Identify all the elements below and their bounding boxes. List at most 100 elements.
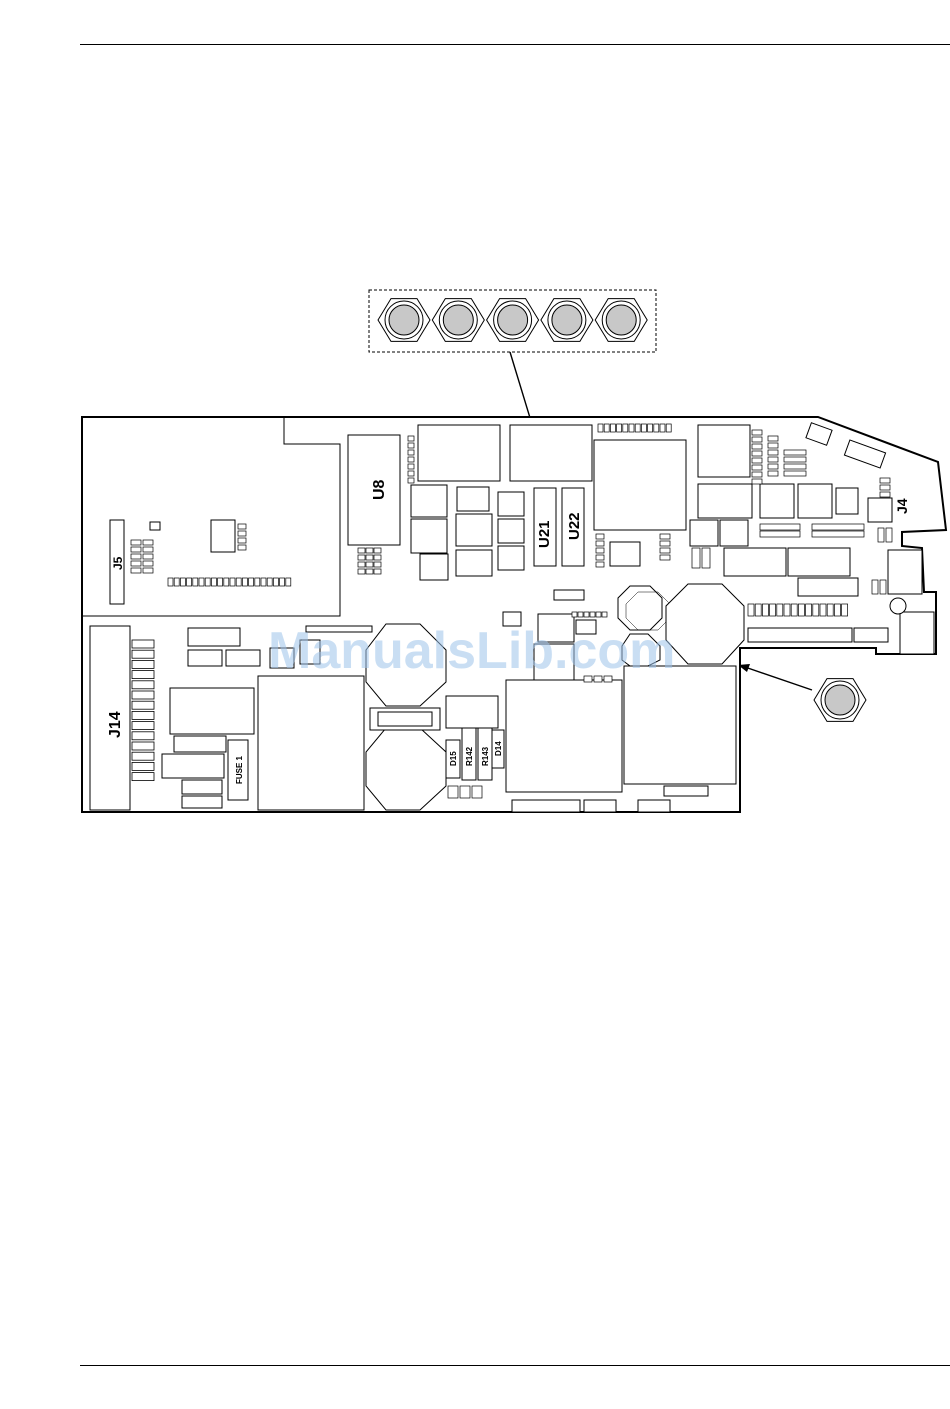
smd-part <box>374 569 381 574</box>
smd-part <box>768 450 778 455</box>
j14-pin <box>132 660 154 668</box>
j14-pin <box>132 671 154 679</box>
hex-terminal-callout-group <box>369 290 656 352</box>
smd-part <box>842 604 848 616</box>
smd-part <box>791 604 797 616</box>
smd-part <box>408 478 414 483</box>
connector-j4-pad <box>868 498 892 522</box>
smd-part <box>143 547 153 552</box>
smd-part <box>752 465 762 470</box>
smd-part <box>193 578 198 586</box>
smd-part <box>238 545 246 550</box>
cap-1 <box>411 485 447 517</box>
jack-upper <box>888 550 922 594</box>
smd-part <box>768 471 778 476</box>
j14-pin <box>132 681 154 689</box>
module-i <box>788 548 850 576</box>
smd-part <box>280 578 285 586</box>
j14-pin <box>132 691 154 699</box>
smd-part <box>596 555 604 560</box>
j14-pin <box>132 711 154 719</box>
smd-part <box>768 457 778 462</box>
smd-part <box>236 578 241 586</box>
smd-part <box>374 548 381 553</box>
smd-part <box>878 528 884 542</box>
smd-part <box>752 444 762 449</box>
hex-terminal-3 <box>487 299 539 342</box>
ring-inner <box>606 305 636 335</box>
ring-inner <box>552 305 582 335</box>
j5-label: J5 <box>111 556 125 570</box>
smd-part <box>267 578 272 586</box>
ic-small-j5 <box>211 520 235 552</box>
module-l <box>610 542 640 566</box>
hex-terminal-right <box>814 679 866 722</box>
smd-part <box>752 437 762 442</box>
module-b <box>510 425 592 481</box>
cap-9 <box>498 546 524 570</box>
ring-inner <box>498 305 528 335</box>
smd-part <box>812 524 864 530</box>
smd-part <box>784 450 806 455</box>
smd-part <box>578 612 583 617</box>
smd-part <box>358 569 365 574</box>
smd-part <box>880 580 886 594</box>
smd-part <box>374 555 381 560</box>
smd-part <box>784 457 806 462</box>
smd-part <box>366 555 373 560</box>
smd-part <box>629 424 634 432</box>
fuse1-label: FUSE 1 <box>235 755 244 784</box>
smd-part <box>596 541 604 546</box>
smd-part <box>143 554 153 559</box>
smd-j5-a <box>150 522 160 530</box>
module-d <box>698 484 752 518</box>
smd-part <box>610 424 615 432</box>
smd-part <box>255 578 260 586</box>
smd-part <box>880 492 890 497</box>
smd-part <box>168 578 173 586</box>
part-r <box>188 650 222 666</box>
smd-part <box>752 472 762 477</box>
smd-part <box>762 604 768 616</box>
smd-part <box>598 424 603 432</box>
smd-part <box>768 464 778 469</box>
smd-part <box>374 562 381 567</box>
hex-terminal-5 <box>595 299 647 342</box>
smd-part <box>366 569 373 574</box>
module-h <box>724 548 786 576</box>
relay-inner <box>378 712 432 726</box>
smd-part <box>806 604 812 616</box>
smd-part <box>174 578 179 586</box>
smd-part <box>834 604 840 616</box>
hex-terminal-2 <box>432 299 484 342</box>
smd-part <box>286 578 291 586</box>
smd-part <box>760 531 800 537</box>
hex-terminal-row <box>378 299 647 342</box>
module-m <box>798 578 858 596</box>
smd-part <box>408 436 414 441</box>
smd-part <box>880 478 890 483</box>
j14-pin <box>132 752 154 760</box>
module-f <box>798 484 832 518</box>
smd-part <box>590 612 595 617</box>
u8-label: U8 <box>371 479 388 500</box>
bottom-strip-a <box>512 800 580 812</box>
j14-pin <box>132 732 154 740</box>
smd-part <box>635 424 640 432</box>
cap-7 <box>498 492 524 516</box>
smd-part <box>131 554 141 559</box>
smd-part <box>187 578 192 586</box>
smd-part <box>602 612 607 617</box>
part-v <box>182 780 222 794</box>
octagon-cap-large <box>666 584 744 664</box>
smd-part <box>408 457 414 462</box>
smd-part <box>752 451 762 456</box>
smd-part <box>358 562 365 567</box>
smd-part <box>752 458 762 463</box>
u22-label: U22 <box>566 512 583 540</box>
smd-part <box>666 424 671 432</box>
smd-part <box>273 578 278 586</box>
j14-pin <box>132 722 154 730</box>
smd-part <box>205 578 210 586</box>
smd-part <box>358 548 365 553</box>
